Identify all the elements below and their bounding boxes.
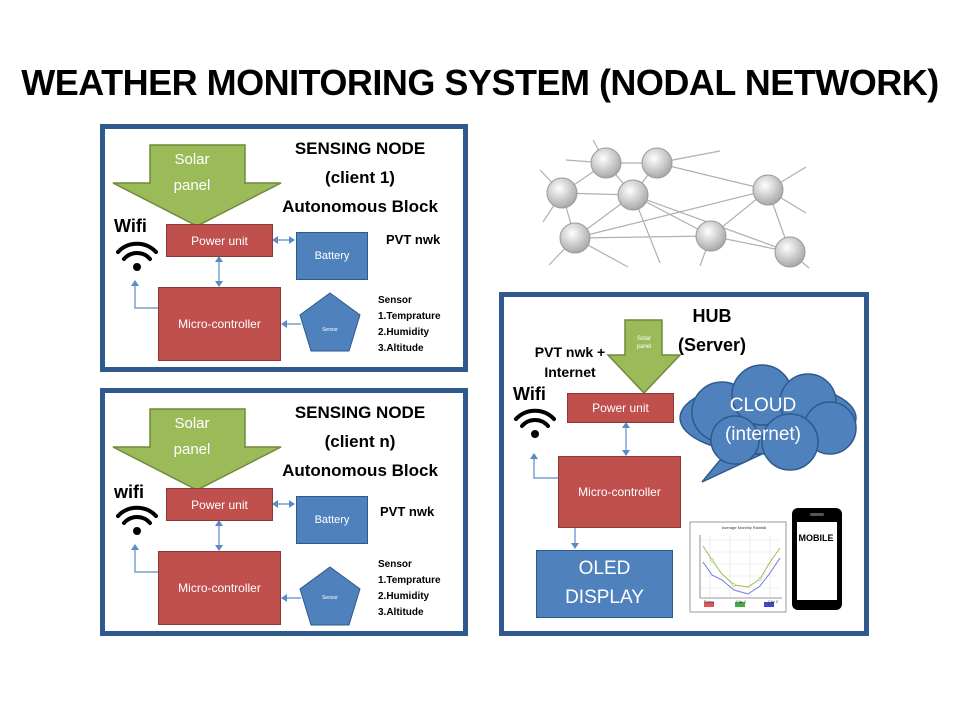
- wifi-label: Wifi: [114, 216, 147, 236]
- battery-block: Battery: [296, 496, 368, 544]
- solar-panel-arrow: [112, 144, 282, 227]
- battery-block: Battery: [296, 232, 368, 280]
- network-node: [590, 147, 622, 179]
- pvt-nwk-label: PVT nwk: [386, 232, 441, 247]
- wifi-label: Wifi: [513, 384, 546, 404]
- power-unit-block: Power unit: [166, 224, 273, 257]
- power-unit-block: Power unit: [166, 488, 273, 521]
- micro-controller-block: Micro-controller: [158, 287, 281, 361]
- sensor-list: Sensor 1.Temprature 2.Humidity 3.Altitud…: [378, 559, 441, 618]
- sensor-shape-label: Sensor: [322, 327, 338, 333]
- network-node: [617, 179, 649, 211]
- sensor-shape: [299, 292, 361, 352]
- network-node: [774, 236, 806, 268]
- rainfall-graph-thumbnail: [689, 521, 787, 613]
- pvt-nwk-label: PVT nwk: [380, 504, 435, 519]
- wifi-icon: [514, 408, 556, 428]
- micro-controller-block: Micro-controller: [558, 456, 681, 528]
- node-heading: SENSING NODE (client 1) Autonomous Block: [282, 139, 438, 216]
- cloud-shape: [679, 364, 857, 483]
- network-node: [695, 220, 727, 252]
- node-heading: SENSING NODE (client n) Autonomous Block: [282, 403, 438, 480]
- mobile-phone-icon: [792, 508, 842, 610]
- mobile-label: MOBILE: [798, 533, 834, 543]
- solar-panel-arrow: [606, 319, 682, 395]
- network-node: [752, 174, 784, 206]
- power-unit-block: Power unit: [567, 393, 674, 423]
- wifi-label: wifi: [114, 482, 144, 502]
- wifi-icon: [116, 505, 158, 525]
- solar-panel-arrow: [112, 408, 282, 491]
- graph-title: Average Monthly Rainfall: [721, 525, 767, 530]
- micro-controller-block: Micro-controller: [158, 551, 281, 625]
- sensor-list: Sensor 1.Temprature 2.Humidity 3.Altitud…: [378, 295, 441, 354]
- hub-heading: HUB (Server): [677, 306, 747, 355]
- cloud-label: CLOUD(internet): [724, 395, 802, 445]
- wifi-icon: [116, 241, 158, 261]
- hub-pvt-label: PVT nwk +Internet: [534, 344, 606, 380]
- sensor-shape-label: Sensor: [322, 595, 338, 601]
- network-node: [559, 222, 591, 254]
- network-node: [641, 147, 673, 179]
- page-title: WEATHER MONITORING SYSTEM (NODAL NETWORK…: [21, 62, 939, 103]
- sensor-shape: [299, 566, 361, 626]
- network-node: [546, 177, 578, 209]
